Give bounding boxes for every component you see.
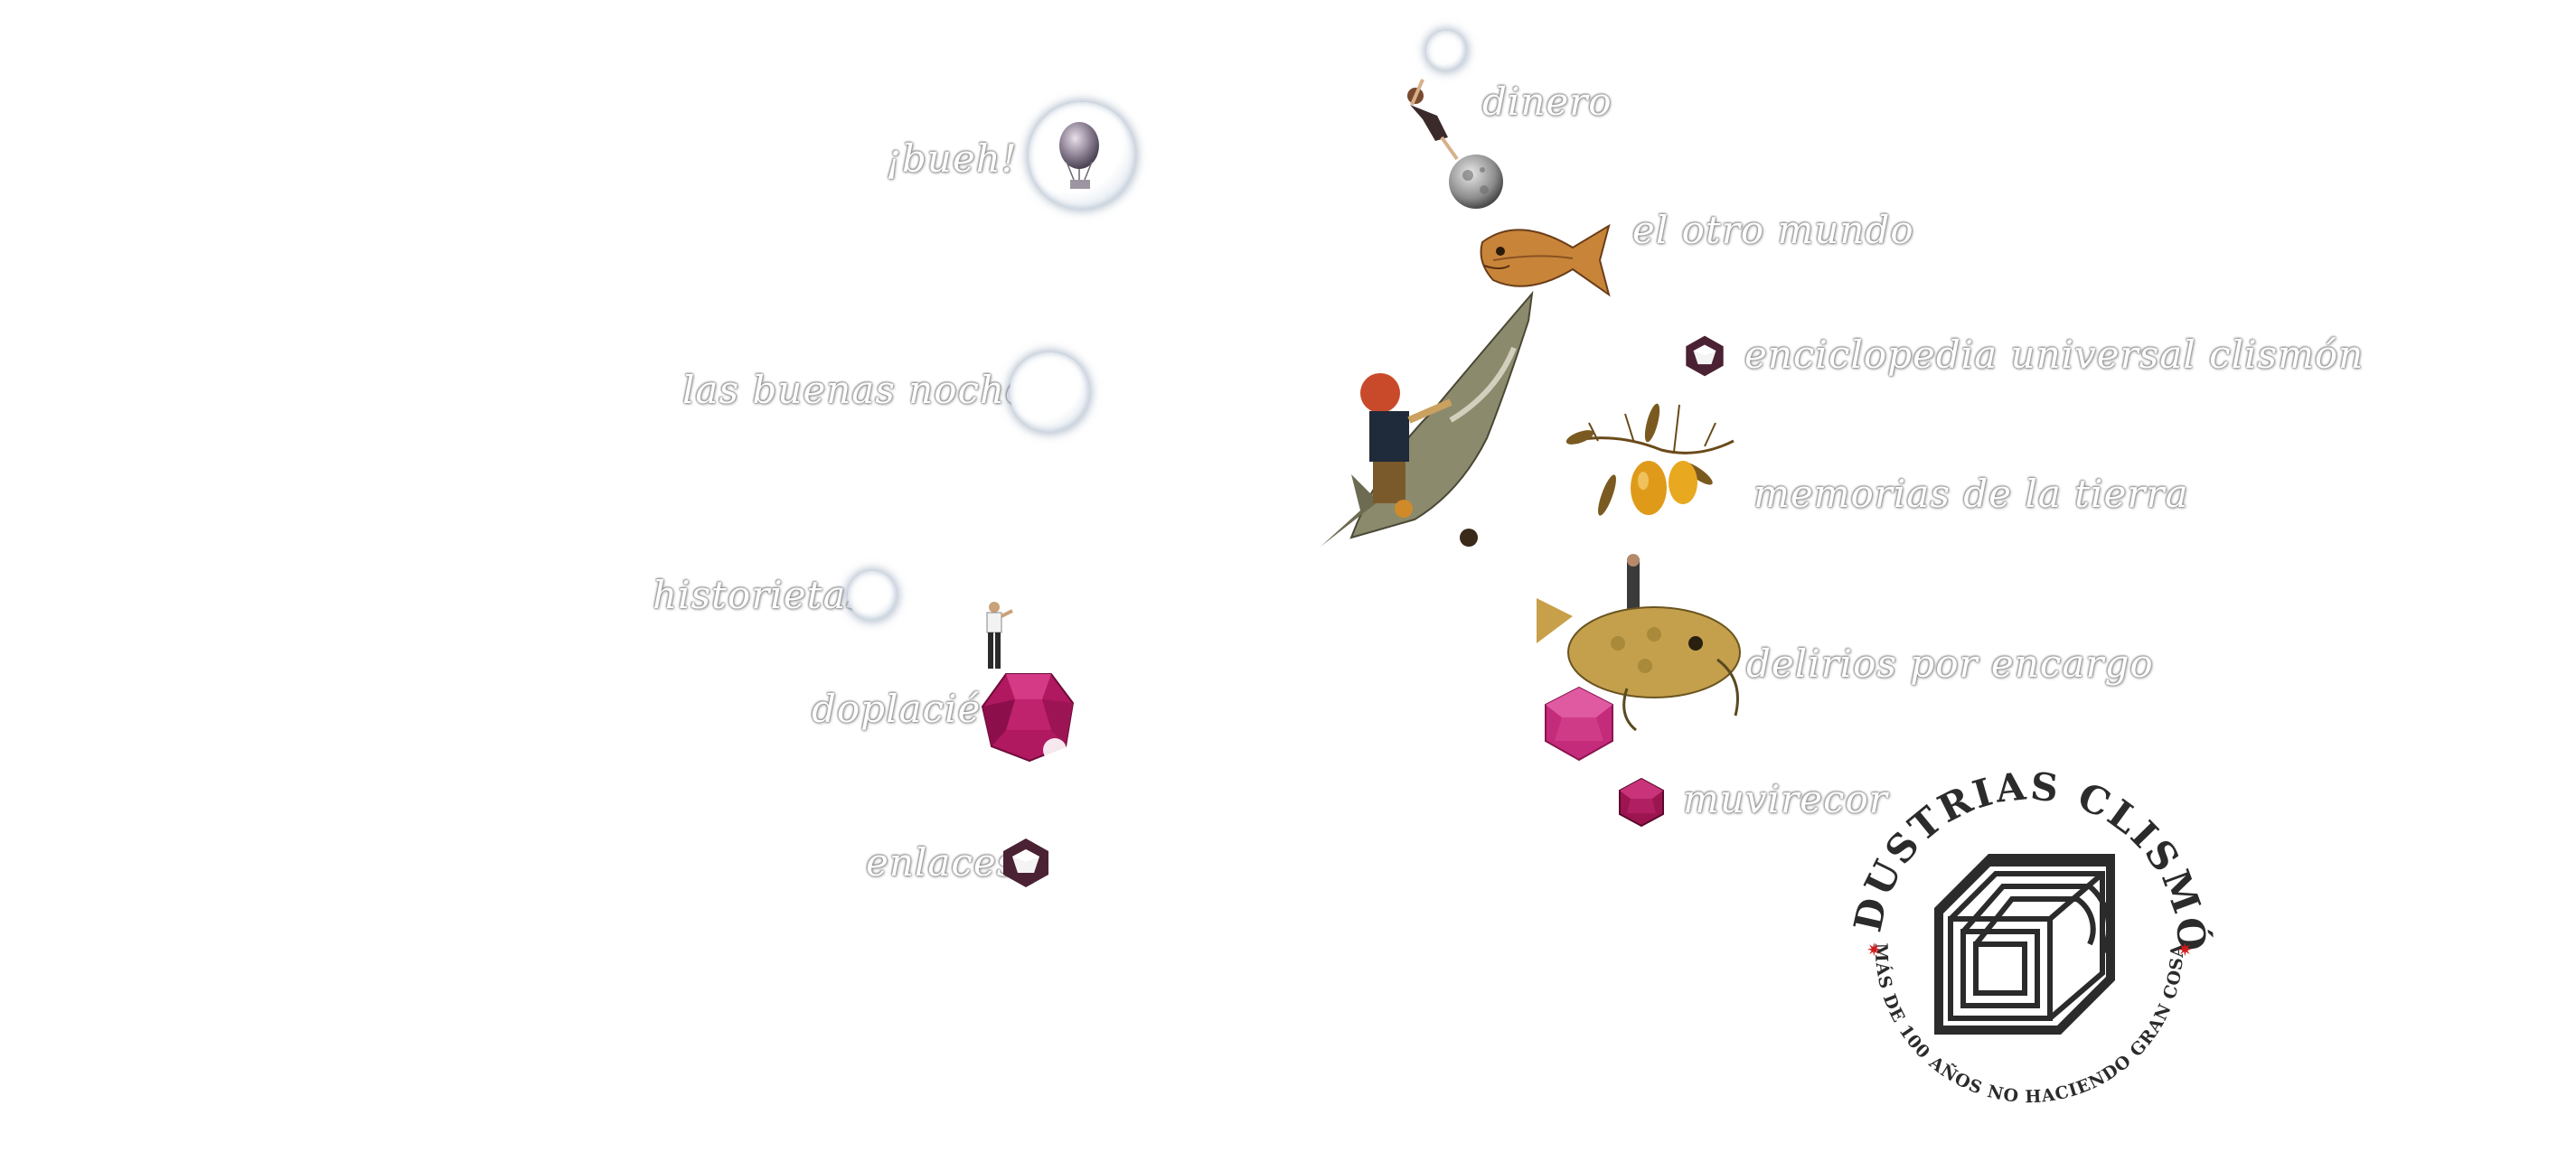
woman-figure-icon xyxy=(1407,79,1459,161)
seal-cube-icon xyxy=(1934,854,2115,1035)
moon-icon xyxy=(1449,155,1503,209)
menu-link-memorias[interactable]: memorias de la tierra xyxy=(1562,387,2188,549)
balloon-icon xyxy=(1059,122,1099,189)
fruit-branch-icon xyxy=(1565,403,1735,516)
menu-link-dinero[interactable]: dinero xyxy=(1392,27,1618,217)
swordfish-rider-icon xyxy=(1321,290,1534,547)
crystal-gem-icon xyxy=(1545,686,1613,762)
seal-star-right: ✷ xyxy=(2177,939,2193,960)
menu-label-enciclopedia: enciclopedia universal clismón xyxy=(1744,333,2364,377)
figure-icon xyxy=(986,602,1013,669)
menu-label-enlaces: enlaces xyxy=(866,840,1018,885)
menu-link-bueh[interactable]: ¡bueh! xyxy=(886,95,1148,221)
crystal-gem-icon xyxy=(1686,335,1724,377)
balloon-bubble-icon xyxy=(1029,102,1135,209)
menu-link-muvirecor[interactable]: muvirecor xyxy=(1616,772,1887,835)
menu-link-doplacie[interactable]: doplacié xyxy=(812,596,1083,768)
fish-icon xyxy=(1480,223,1611,297)
bubble-icon xyxy=(1426,31,1466,70)
menu-label-delirios: delirios por encargo xyxy=(1746,642,2154,686)
menu-label-buenas-noches: las buenas noches xyxy=(682,368,1049,412)
menu-label-muvirecor: muvirecor xyxy=(1683,777,1888,821)
seal-logo: INDUSTRIAS CLISMÓN MÁS DE 100 AÑOS NO HA… xyxy=(1820,724,2213,1107)
menu-label-memorias: memorias de la tierra xyxy=(1753,472,2189,516)
menu-label-otro-mundo: el otro mundo xyxy=(1632,208,1914,252)
crystal-gem-icon xyxy=(1619,777,1664,828)
menu-link-enciclopedia[interactable]: enciclopedia universal clismón xyxy=(1683,325,2363,389)
crystal-gem-icon xyxy=(981,673,1075,763)
menu-link-otro-mundo[interactable]: el otro mundo xyxy=(1473,199,1913,307)
menu-link-historietas[interactable]: historietas xyxy=(653,567,906,625)
crystal-gem-icon xyxy=(1003,838,1048,887)
industrias-clismon-seal: INDUSTRIAS CLISMÓN MÁS DE 100 AÑOS NO HA… xyxy=(1820,724,2219,1138)
bubble-icon xyxy=(848,571,897,620)
menu-label-dinero: dinero xyxy=(1482,80,1612,124)
menu-link-enlaces[interactable]: enlaces xyxy=(866,831,1065,895)
menu-label-historietas: historietas xyxy=(653,573,868,617)
bubble-icon xyxy=(1010,352,1089,432)
menu-link-delirios[interactable]: delirios por encargo xyxy=(1518,553,2153,770)
menu-link-buenas-noches[interactable]: las buenas noches xyxy=(682,348,1098,438)
catfish-icon xyxy=(1537,554,1741,732)
menu-label-bueh: ¡bueh! xyxy=(886,136,1018,181)
menu-label-doplacie: doplacié xyxy=(812,687,982,731)
seal-star-left: ✷ xyxy=(1866,939,1882,960)
